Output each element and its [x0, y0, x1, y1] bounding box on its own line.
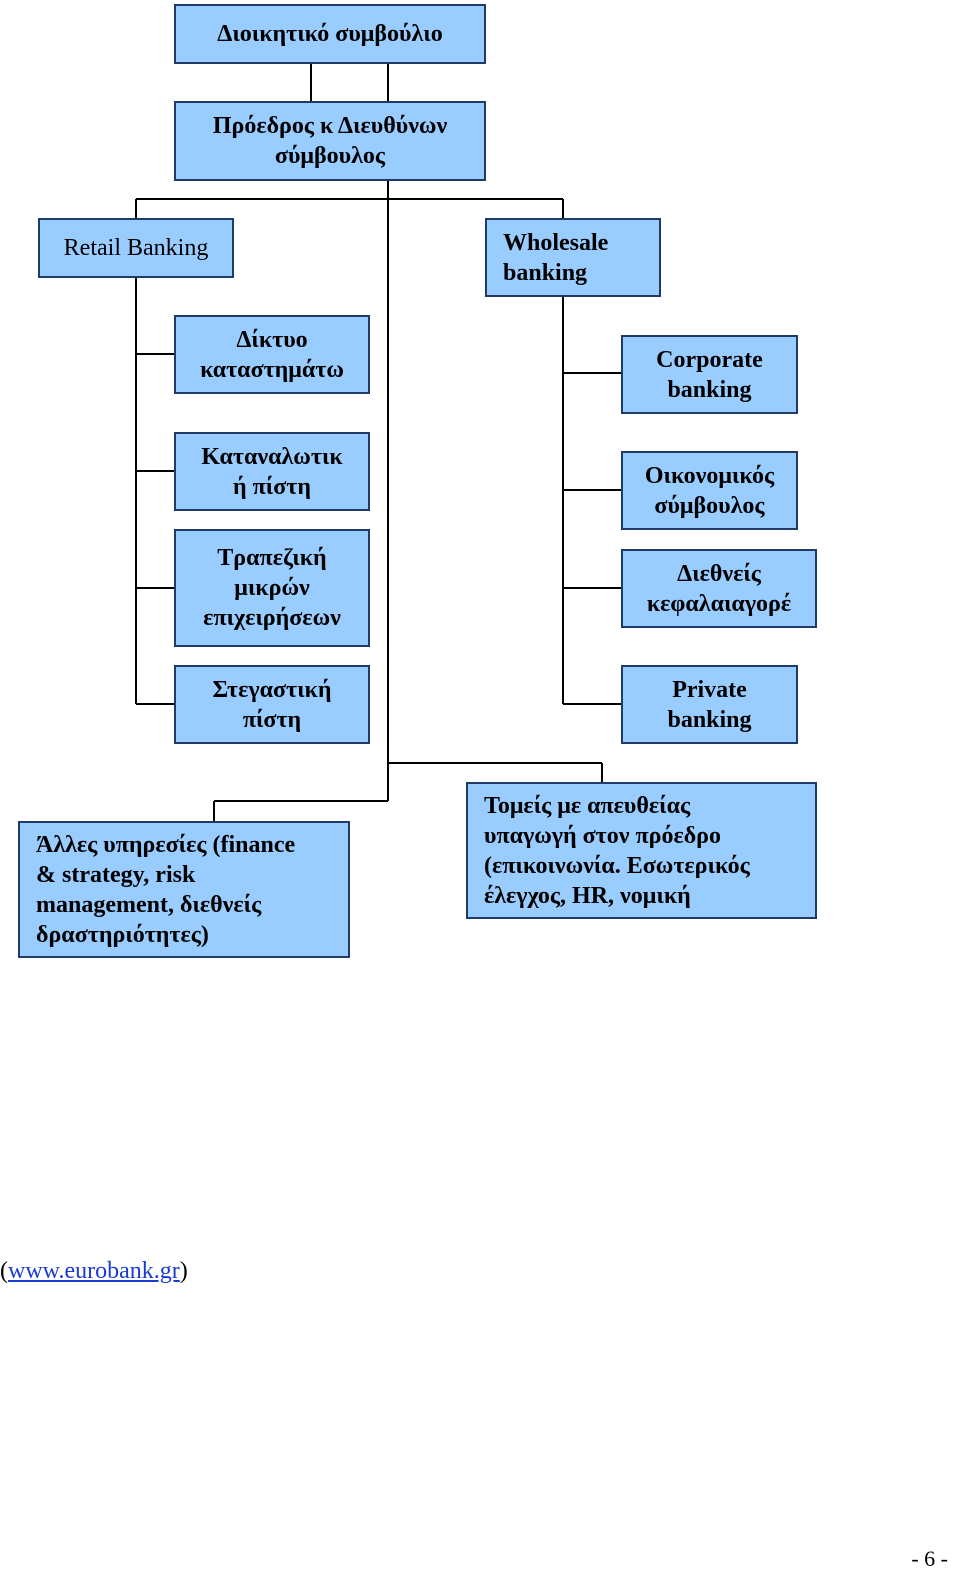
- retail-banking-box: Retail Banking: [38, 218, 234, 278]
- other-services-box: Άλλες υπηρεσίες (finance & strategy, ris…: [18, 821, 350, 958]
- retail-unit-mortgage: Στεγαστική πίστη: [174, 665, 370, 744]
- direct-units-box: Τομείς με απευθείας υπαγωγή στον πρόεδρο…: [466, 782, 817, 919]
- ceo-box: Πρόεδρος κ Διευθύνων σύμβουλος: [174, 101, 486, 181]
- board-box: Διοικητικό συμβούλιο: [174, 4, 486, 64]
- retail-unit-branch-network: Δίκτυο καταστημάτω: [174, 315, 370, 394]
- wholesale-unit-private-banking: Private banking: [621, 665, 798, 744]
- source-link[interactable]: www.eurobank.gr: [8, 1258, 180, 1284]
- wholesale-unit-capital-markets: Διεθνείς κεφαλαιαγορέ: [621, 549, 817, 628]
- page-number: - 6 -: [911, 1546, 948, 1571]
- retail-unit-consumer-credit: Καταναλωτικ ή πίστη: [174, 432, 370, 511]
- retail-unit-small-business: Τραπεζική μικρών επιχειρήσεων: [174, 529, 370, 647]
- source-prefix: (: [0, 1258, 8, 1284]
- wholesale-unit-corporate-banking: Corporate banking: [621, 335, 798, 414]
- wholesale-banking-box: Wholesale banking: [485, 218, 661, 297]
- source-citation: (www.eurobank.gr): [0, 1258, 188, 1285]
- source-suffix: ): [179, 1258, 188, 1284]
- wholesale-unit-financial-advisor: Οικονομικός σύμβουλος: [621, 451, 798, 530]
